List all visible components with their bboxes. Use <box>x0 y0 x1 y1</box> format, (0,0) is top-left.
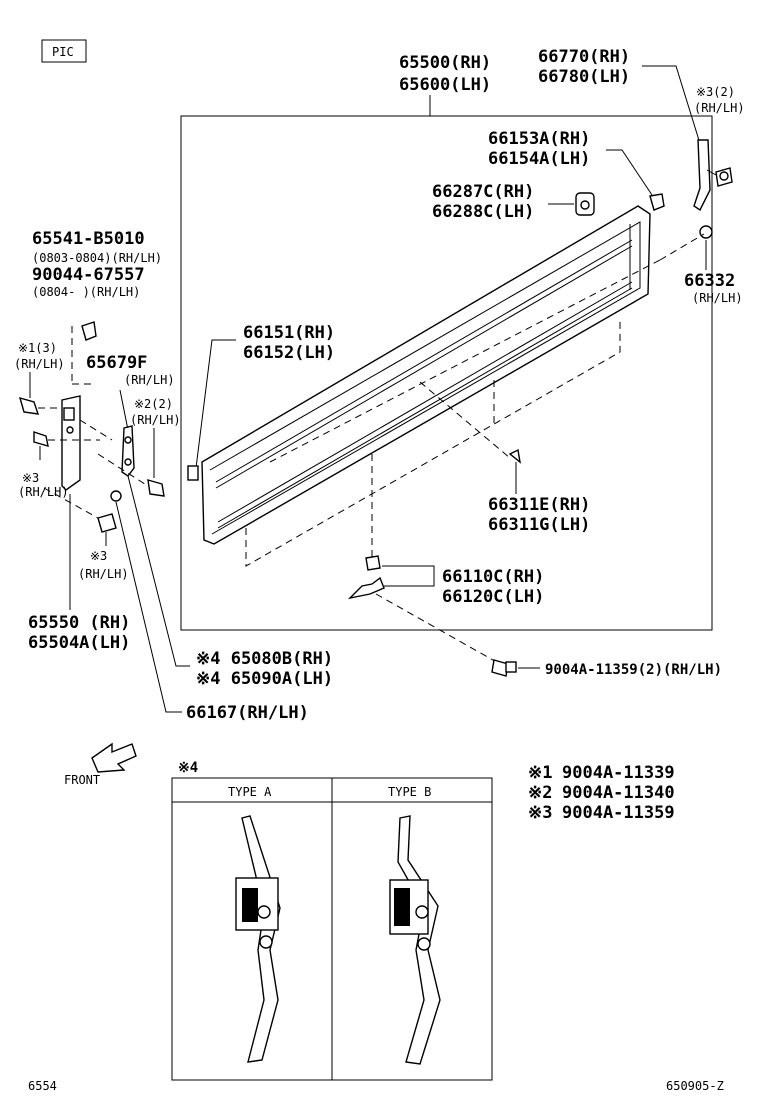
clip-66153 <box>649 193 665 211</box>
label-65500: 65500(RH) <box>399 53 491 73</box>
bushing-66287 <box>575 192 595 216</box>
pic-box <box>41 39 87 63</box>
note-1-mark: ※1 <box>528 763 552 783</box>
bolt-x3-top <box>33 431 49 447</box>
label-65679-note: (RH/LH) <box>124 373 175 387</box>
label-66332-note: (RH/LH) <box>692 291 743 305</box>
label-x3b-b: (RH/LH) <box>78 567 129 581</box>
bracket-65550 <box>61 395 81 491</box>
assembly-box <box>180 115 713 631</box>
label-x1-b: (RH/LH) <box>14 357 65 371</box>
label-66154: 66154A(LH) <box>488 149 590 169</box>
label-66288: 66288C(LH) <box>432 202 534 222</box>
label-90044: 90044-67557 <box>32 265 145 285</box>
label-x2-b: (RH/LH) <box>130 413 181 427</box>
type-b-illustration <box>389 815 441 1065</box>
label-x3-b: (RH/LH) <box>18 485 69 499</box>
label-x2-a: ※2(2) <box>134 397 173 411</box>
front-label: FRONT <box>64 773 100 787</box>
label-66152: 66152(LH) <box>243 343 335 363</box>
pic-label: PIC <box>52 45 74 59</box>
tailgate-panel <box>201 205 651 545</box>
bolt-x1 <box>18 396 40 415</box>
footer-right: 650905-Z <box>666 1079 724 1093</box>
label-65679: 65679F <box>86 353 147 373</box>
label-66287: 66287C(RH) <box>432 182 534 202</box>
label-66770-note1: ※3(2) <box>696 85 735 99</box>
pin-66167 <box>110 490 122 502</box>
note-3-code: 9004A-11359 <box>562 803 675 823</box>
label-66167: 66167(RH/LH) <box>186 703 309 723</box>
label-66311e: 66311E(RH) <box>488 495 590 515</box>
label-65541: 65541-B5010 <box>32 229 145 249</box>
note-1-code: 9004A-11339 <box>562 763 675 783</box>
label-66110: 66110C(RH) <box>442 567 544 587</box>
label-65080: ※4 65080B(RH) <box>196 649 333 669</box>
bolt-65541 <box>81 321 97 341</box>
label-66780: 66780(LH) <box>538 67 630 87</box>
label-66332: 66332 <box>684 271 735 291</box>
label-66311g: 66311G(LH) <box>488 515 590 535</box>
label-65550: 65550 (RH) <box>28 613 130 633</box>
clip-66311 <box>508 448 521 464</box>
label-90044-note: (0804- )(RH/LH) <box>32 285 140 299</box>
label-65504: 65504A(LH) <box>28 633 130 653</box>
label-9004a: 9004A-11359(2)(RH/LH) <box>545 662 722 678</box>
type-b-label: TYPE B <box>388 785 431 799</box>
leader-66151 <box>195 339 236 469</box>
type-a-illustration <box>235 815 281 1063</box>
nut-66332 <box>699 225 713 239</box>
label-x1-a: ※1(3) <box>18 341 57 355</box>
x4-label: ※4 <box>178 760 198 776</box>
label-65600: 65600(LH) <box>399 75 491 95</box>
note-3-mark: ※3 <box>528 803 552 823</box>
note-2-code: 9004A-11340 <box>562 783 675 803</box>
footer-left: 6554 <box>28 1079 57 1093</box>
bolt-x2 <box>147 479 165 497</box>
label-65090: ※4 65090A(LH) <box>196 669 333 689</box>
cable-clip-66110 <box>347 555 385 600</box>
label-66151: 66151(RH) <box>243 323 335 343</box>
label-65541-note: (0803-0804)(RH/LH) <box>32 251 162 265</box>
leader-66153 <box>606 149 653 196</box>
type-a-label: TYPE A <box>228 785 272 799</box>
hinge-bracket-66770 <box>693 139 733 212</box>
clip-66151 <box>187 465 199 481</box>
label-66120: 66120C(LH) <box>442 587 544 607</box>
label-x3-a: ※3 <box>22 471 39 485</box>
note-2-mark: ※2 <box>528 783 552 803</box>
label-66153: 66153A(RH) <box>488 129 590 149</box>
bolt-x3-bottom <box>97 513 117 533</box>
leader-66770 <box>642 65 703 151</box>
label-66770: 66770(RH) <box>538 47 630 67</box>
link-65679 <box>121 425 135 477</box>
front-arrow-icon <box>91 742 137 773</box>
label-66770-note2: (RH/LH) <box>694 101 745 115</box>
label-x3b-a: ※3 <box>90 549 107 563</box>
bolt-9004a <box>491 659 517 677</box>
